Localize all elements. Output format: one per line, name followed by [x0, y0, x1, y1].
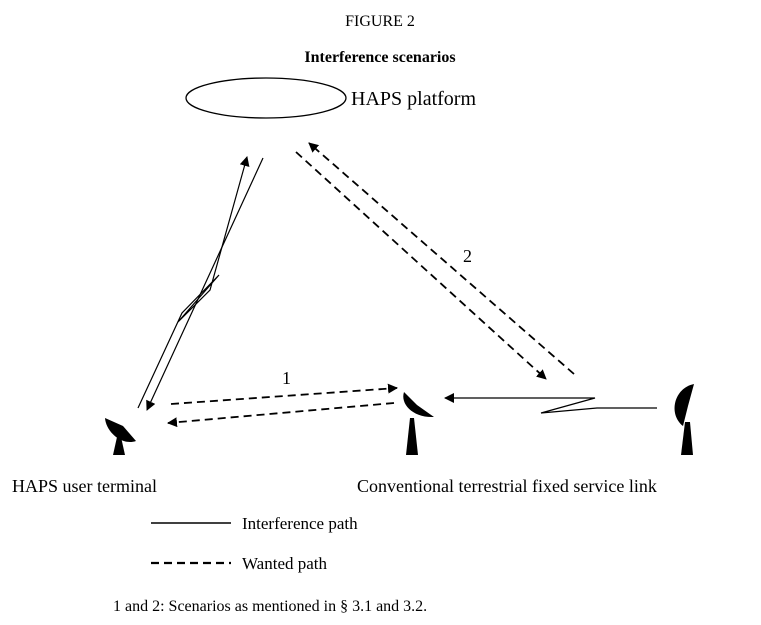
user-terminal-label: HAPS user terminal — [12, 476, 157, 496]
wanted-path-fixed-to-platform — [308, 142, 575, 375]
legend-wanted-label: Wanted path — [242, 554, 328, 573]
wanted-path-platform-to-fixed — [295, 151, 547, 380]
legend: Interference path Wanted path — [151, 514, 358, 573]
interference-path-fixed-link — [444, 393, 657, 414]
figure-number: FIGURE 2 — [345, 13, 415, 30]
figure-note: 1 and 2: Scenarios as mentioned in § 3.1… — [113, 598, 427, 615]
interference-path-platform-to-terminal — [146, 157, 264, 411]
haps-platform-icon — [185, 77, 347, 119]
wanted-path-fixed-to-terminal — [167, 402, 395, 428]
fixed-link-label: Conventional terrestrial fixed service l… — [357, 476, 657, 496]
interference-path-terminal-to-platform — [137, 156, 250, 409]
scenario-2-label: 2 — [463, 246, 472, 266]
haps-user-terminal-antenna-icon — [105, 418, 136, 455]
scenario-1-label: 1 — [282, 368, 291, 388]
fixed-link-transmitter-antenna-icon — [674, 384, 694, 455]
platform-label: HAPS platform — [351, 88, 476, 110]
fixed-link-receiver-antenna-icon — [403, 392, 434, 455]
wanted-path-terminal-to-fixed — [170, 383, 398, 405]
legend-interference-label: Interference path — [242, 514, 358, 533]
figure-title: Interference scenarios — [304, 49, 455, 66]
